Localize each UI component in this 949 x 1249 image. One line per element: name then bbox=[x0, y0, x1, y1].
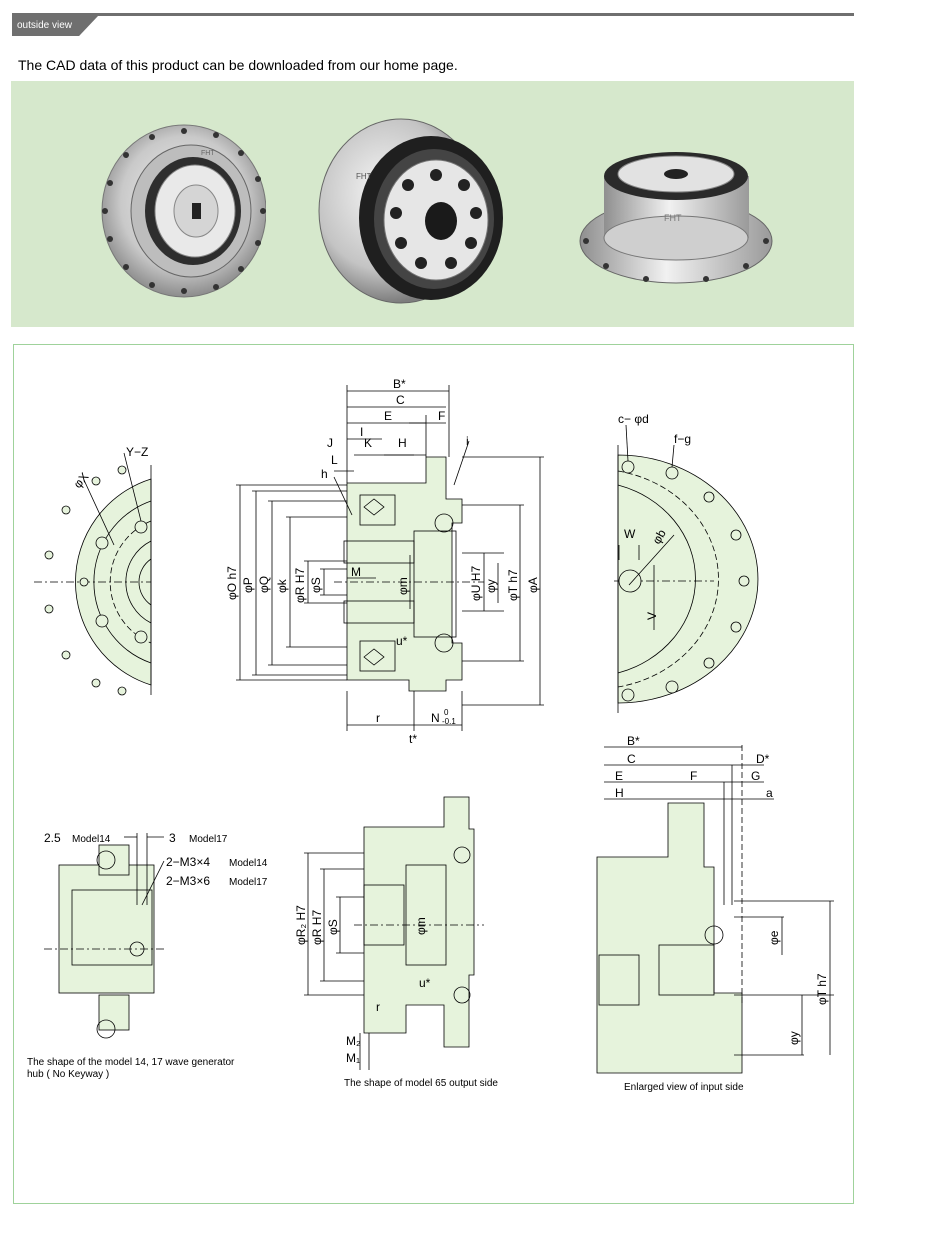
front-view bbox=[34, 452, 152, 696]
dim-t: φT h7 bbox=[506, 569, 520, 601]
section-tab-label: outside view bbox=[17, 20, 73, 31]
m65-m2: M₂ bbox=[346, 1034, 361, 1048]
m65-u: u* bbox=[419, 976, 431, 990]
dim-f: F bbox=[438, 409, 445, 423]
m65-m1: M₁ bbox=[346, 1051, 360, 1065]
enl-b: B* bbox=[627, 734, 640, 748]
dim-n-tol-top: 0 bbox=[444, 708, 449, 717]
face-label-v: V bbox=[645, 612, 659, 620]
enl-h: H bbox=[615, 786, 624, 800]
enl-c: C bbox=[627, 752, 636, 766]
product-photo-side: FHT bbox=[579, 152, 773, 284]
dim-r: φR H7 bbox=[293, 568, 307, 603]
enl-phi-e: φe bbox=[767, 930, 781, 945]
product-photo-output: FHT bbox=[318, 118, 503, 304]
face-label-w: W bbox=[624, 527, 636, 541]
dim-b: B* bbox=[393, 377, 406, 391]
dim-n: N bbox=[431, 711, 440, 725]
enl-phi-y: φy bbox=[787, 1031, 801, 1045]
dimension-drawing-frame: Y−Z φX bbox=[13, 344, 854, 1204]
dim-h: H bbox=[398, 436, 407, 450]
dim-p: φP bbox=[241, 577, 255, 593]
dim-s: φS bbox=[309, 577, 323, 593]
model65-view bbox=[304, 796, 484, 1070]
hub-thread-17-model: Model17 bbox=[229, 877, 268, 888]
dim-u-star: u* bbox=[396, 634, 408, 648]
enl-d: D* bbox=[756, 752, 770, 766]
cad-note: The CAD data of this product can be down… bbox=[18, 57, 458, 73]
enlarged-view bbox=[596, 745, 834, 1074]
face-label-b: φb bbox=[649, 527, 669, 547]
dim-m: M bbox=[351, 565, 361, 579]
dim-m-dia: φm bbox=[396, 577, 410, 595]
enl-g: G bbox=[751, 769, 760, 783]
hub-thread-14: 2−M3×4 bbox=[166, 855, 210, 869]
dim-i: I bbox=[360, 425, 363, 439]
section-view bbox=[236, 385, 544, 731]
dim-k: K bbox=[364, 436, 372, 450]
brand-mark: FHT bbox=[356, 172, 372, 181]
input-face-view bbox=[614, 424, 759, 713]
dim-e: E bbox=[384, 409, 392, 423]
hub-caption: The shape of the model 14, 17 wave gener… bbox=[27, 1057, 235, 1080]
model65-caption: The shape of model 65 output side bbox=[344, 1078, 498, 1089]
dim-i-small: i bbox=[466, 434, 469, 448]
dim-h-small: h bbox=[321, 467, 328, 481]
enl-f: F bbox=[690, 769, 697, 783]
m65-r2: φR₂ H7 bbox=[294, 905, 308, 945]
enl-a: a bbox=[766, 786, 773, 800]
hub-dim-14: 2.5 bbox=[44, 831, 61, 845]
section-tab: outside view bbox=[12, 16, 98, 36]
m65-r-small: r bbox=[376, 1000, 380, 1014]
dimension-drawings: Y−Z φX bbox=[34, 377, 834, 1074]
hub-thread-17: 2−M3×6 bbox=[166, 874, 210, 888]
dim-n-tol-bottom: -0.1 bbox=[442, 717, 456, 726]
brand-mark: FHT bbox=[201, 150, 215, 157]
dim-q: φQ bbox=[257, 576, 271, 593]
hub-thread-14-model: Model14 bbox=[229, 858, 268, 869]
face-label-cd: c− φd bbox=[618, 412, 649, 426]
front-label-x: φX bbox=[71, 470, 92, 491]
hub-model-17: Model17 bbox=[189, 834, 228, 845]
dim-j: J bbox=[327, 436, 333, 450]
m65-r: φR H7 bbox=[310, 910, 324, 945]
dim-l: L bbox=[331, 453, 338, 467]
enl-phi-t: φT h7 bbox=[815, 973, 829, 1005]
dim-o: φO h7 bbox=[225, 566, 239, 600]
header-rule bbox=[12, 13, 854, 16]
product-photo-panel: FHT FHT bbox=[11, 81, 854, 327]
enlarged-caption: Enlarged view of input side bbox=[624, 1082, 744, 1093]
hub-model-14: Model14 bbox=[72, 834, 111, 845]
face-label-fg: f−g bbox=[674, 432, 691, 446]
dim-r-small: r bbox=[376, 711, 380, 725]
enl-e: E bbox=[615, 769, 623, 783]
m65-s: φS bbox=[326, 919, 340, 935]
dim-c: C bbox=[396, 393, 405, 407]
dim-u: φU H7 bbox=[469, 566, 483, 601]
dim-a: φA bbox=[526, 577, 540, 593]
hub-dim-17: 3 bbox=[169, 831, 176, 845]
dim-t-star: t* bbox=[409, 732, 417, 746]
brand-mark: FHT bbox=[664, 213, 682, 223]
front-label-yz: Y−Z bbox=[126, 445, 148, 459]
hub-view bbox=[44, 833, 165, 1039]
m65-m: φm bbox=[414, 917, 428, 935]
dim-y: φy bbox=[484, 579, 498, 593]
product-photo-front: FHT bbox=[101, 124, 266, 298]
dim-k-dia: φk bbox=[275, 578, 289, 593]
